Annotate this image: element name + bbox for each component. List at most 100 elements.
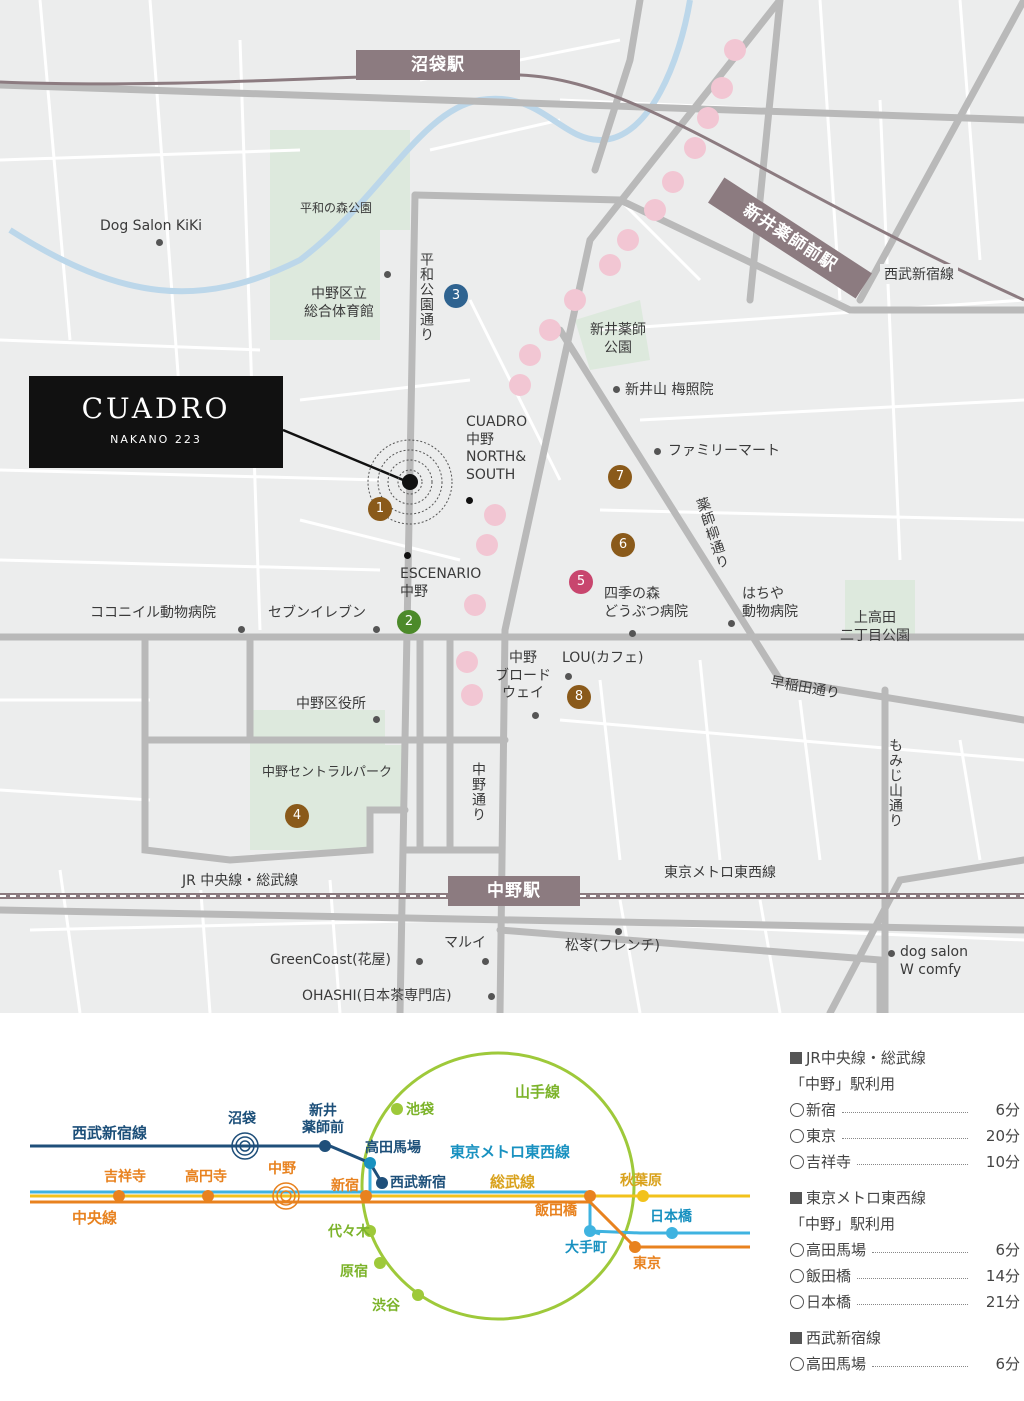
legend-title-tozai: 東京メトロ東西線 bbox=[790, 1185, 1020, 1211]
route-st-iidabashi: 飯田橋 bbox=[535, 1203, 577, 1219]
legend-row: 東京 20分 bbox=[790, 1123, 1020, 1149]
place-lou[interactable]: LOU(カフェ) bbox=[562, 650, 644, 666]
marker-3[interactable]: 3 bbox=[444, 284, 468, 308]
legend-dest: 東京 bbox=[806, 1127, 837, 1145]
legend-row: 高田馬場 6分 bbox=[790, 1237, 1020, 1263]
pin-lou bbox=[565, 673, 572, 680]
place-wcomfy[interactable]: dog salon W comfy bbox=[900, 944, 968, 978]
route-st-harajuku: 原宿 bbox=[340, 1264, 368, 1280]
place-ward-office[interactable]: 中野区役所 bbox=[296, 696, 366, 712]
place-shiki[interactable]: 四季の森 どうぶつ病院 bbox=[604, 586, 688, 620]
route-st-akihabara: 秋葉原 bbox=[620, 1173, 662, 1189]
legend-time: 10分 bbox=[985, 1153, 1020, 1171]
place-seven[interactable]: セブンイレブン bbox=[268, 605, 366, 621]
route-st-shibuya: 渋谷 bbox=[372, 1298, 400, 1314]
route-st-yoyogi: 代々木 bbox=[328, 1224, 370, 1240]
pin-cuadro-ns bbox=[466, 497, 473, 504]
line-jr-label: JR 中央線・総武線 bbox=[178, 870, 303, 890]
place-familymart[interactable]: ファミリーマート bbox=[668, 443, 780, 459]
pin-shiki bbox=[629, 630, 636, 637]
place-ohashi[interactable]: OHASHI(日本茶専門店) bbox=[302, 988, 452, 1004]
route-line-sobu: 総武線 bbox=[490, 1173, 536, 1191]
legend-time: 6分 bbox=[995, 1355, 1020, 1373]
route-st-takadanobaba: 高田馬場 bbox=[365, 1140, 421, 1156]
cuadro-logo: CUADRO NAKANO 223 bbox=[29, 376, 283, 468]
place-arai-park[interactable]: 新井薬師 公園 bbox=[590, 322, 646, 356]
map-base bbox=[0, 0, 1024, 1013]
area-map: 沼袋駅 新井薬師前駅 中野駅 西武新宿線 JR 中央線・総武線 東京メトロ東西線… bbox=[0, 0, 1024, 1013]
legend-time: 14分 bbox=[985, 1267, 1020, 1285]
route-line-seibu: 西武新宿線 bbox=[72, 1124, 148, 1142]
legend-time: 20分 bbox=[985, 1127, 1020, 1145]
route-st-nihonbashi: 日本橋 bbox=[650, 1209, 692, 1225]
route-st-shinjuku: 新宿 bbox=[331, 1178, 359, 1194]
marker-6[interactable]: 6 bbox=[611, 533, 635, 557]
route-st-tokyo: 東京 bbox=[633, 1256, 661, 1272]
place-escenario[interactable]: ESCENARIO 中野 bbox=[400, 566, 482, 600]
place-marui[interactable]: マルイ bbox=[444, 935, 486, 951]
pin-escenario bbox=[404, 552, 411, 559]
marker-7[interactable]: 7 bbox=[608, 465, 632, 489]
route-st-otemachi: 大手町 bbox=[565, 1240, 607, 1256]
place-central-park[interactable]: 中野セントラルパーク bbox=[262, 765, 393, 780]
pin-broadway bbox=[532, 712, 539, 719]
pin-familymart bbox=[654, 448, 661, 455]
marker-1[interactable]: 1 bbox=[368, 497, 392, 521]
legend-time: 6分 bbox=[995, 1101, 1020, 1119]
street-nakano-dori: 中野通り bbox=[470, 762, 486, 822]
route-line-yamanote: 山手線 bbox=[515, 1083, 561, 1101]
route-lines bbox=[30, 1051, 750, 1321]
legend-dest: 吉祥寺 bbox=[806, 1153, 852, 1171]
station-numabukuro[interactable]: 沼袋駅 bbox=[356, 50, 520, 80]
place-kamitakada[interactable]: 上高田 二丁目公園 bbox=[840, 610, 910, 644]
route-line-tozai: 東京メトロ東西線 bbox=[450, 1143, 571, 1161]
place-hachiya[interactable]: はちや 動物病院 bbox=[742, 586, 798, 620]
ring-icon bbox=[790, 1155, 804, 1169]
place-broadway[interactable]: 中野 ブロード ウェイ bbox=[495, 650, 551, 701]
station-nakano[interactable]: 中野駅 bbox=[448, 876, 580, 906]
route-line-chuo: 中央線 bbox=[72, 1209, 118, 1227]
ring-icon bbox=[790, 1243, 804, 1257]
pin-dog-kiki bbox=[156, 239, 163, 246]
pin-hachiya bbox=[728, 620, 735, 627]
route-st-araiyakushi: 新井 薬師前 bbox=[302, 1103, 344, 1136]
route-st-numabukuro: 沼袋 bbox=[228, 1111, 256, 1127]
logo-name: CUADRO bbox=[81, 392, 231, 425]
legend-row: 飯田橋 14分 bbox=[790, 1263, 1020, 1289]
legend-row: 吉祥寺 10分 bbox=[790, 1149, 1020, 1175]
place-baishoin[interactable]: 新井山 梅照院 bbox=[625, 382, 714, 398]
pin-gym bbox=[384, 271, 391, 278]
marker-5[interactable]: 5 bbox=[569, 570, 593, 594]
route-st-nakano: 中野 bbox=[268, 1161, 296, 1177]
ring-icon bbox=[790, 1269, 804, 1283]
pin-wcomfy bbox=[888, 950, 895, 957]
legend-dest: 日本橋 bbox=[806, 1293, 852, 1311]
legend-time: 6分 bbox=[995, 1241, 1020, 1259]
place-matsuan[interactable]: 松岺(フレンチ) bbox=[565, 938, 660, 954]
legend-title-jr: JR中央線・総武線 bbox=[790, 1045, 1020, 1071]
route-st-seibushinjuku: 西武新宿 bbox=[390, 1175, 446, 1191]
place-gym[interactable]: 中野区立 総合体育館 bbox=[304, 286, 374, 320]
pin-marui bbox=[482, 958, 489, 965]
legend-dest: 高田馬場 bbox=[806, 1241, 867, 1259]
pin-kokonil bbox=[238, 626, 245, 633]
pin-greencoast bbox=[416, 958, 423, 965]
legend-dest: 飯田橋 bbox=[806, 1267, 852, 1285]
marker-4[interactable]: 4 bbox=[285, 804, 309, 828]
place-cuadro-ns[interactable]: CUADRO 中野 NORTH& SOUTH bbox=[466, 414, 528, 483]
place-heiwa-park[interactable]: 平和の森公園 bbox=[300, 201, 373, 215]
route-st-koenji: 高円寺 bbox=[185, 1169, 227, 1185]
legend-time: 21分 bbox=[985, 1293, 1020, 1311]
ring-icon bbox=[790, 1103, 804, 1117]
place-kokonil[interactable]: ココニイル動物病院 bbox=[90, 605, 216, 621]
street-heiwa-koen: 平和公園通り bbox=[418, 252, 434, 342]
line-tozai-label: 東京メトロ東西線 bbox=[660, 862, 780, 882]
marker-8[interactable]: 8 bbox=[567, 685, 591, 709]
pin-seven bbox=[373, 626, 380, 633]
route-st-ikebukuro: 池袋 bbox=[406, 1102, 434, 1118]
legend-dest: 高田馬場 bbox=[806, 1355, 867, 1373]
place-greencoast[interactable]: GreenCoast(花屋) bbox=[270, 952, 392, 968]
marker-2[interactable]: 2 bbox=[397, 610, 421, 634]
place-dog-kiki[interactable]: Dog Salon KiKi bbox=[100, 218, 203, 234]
